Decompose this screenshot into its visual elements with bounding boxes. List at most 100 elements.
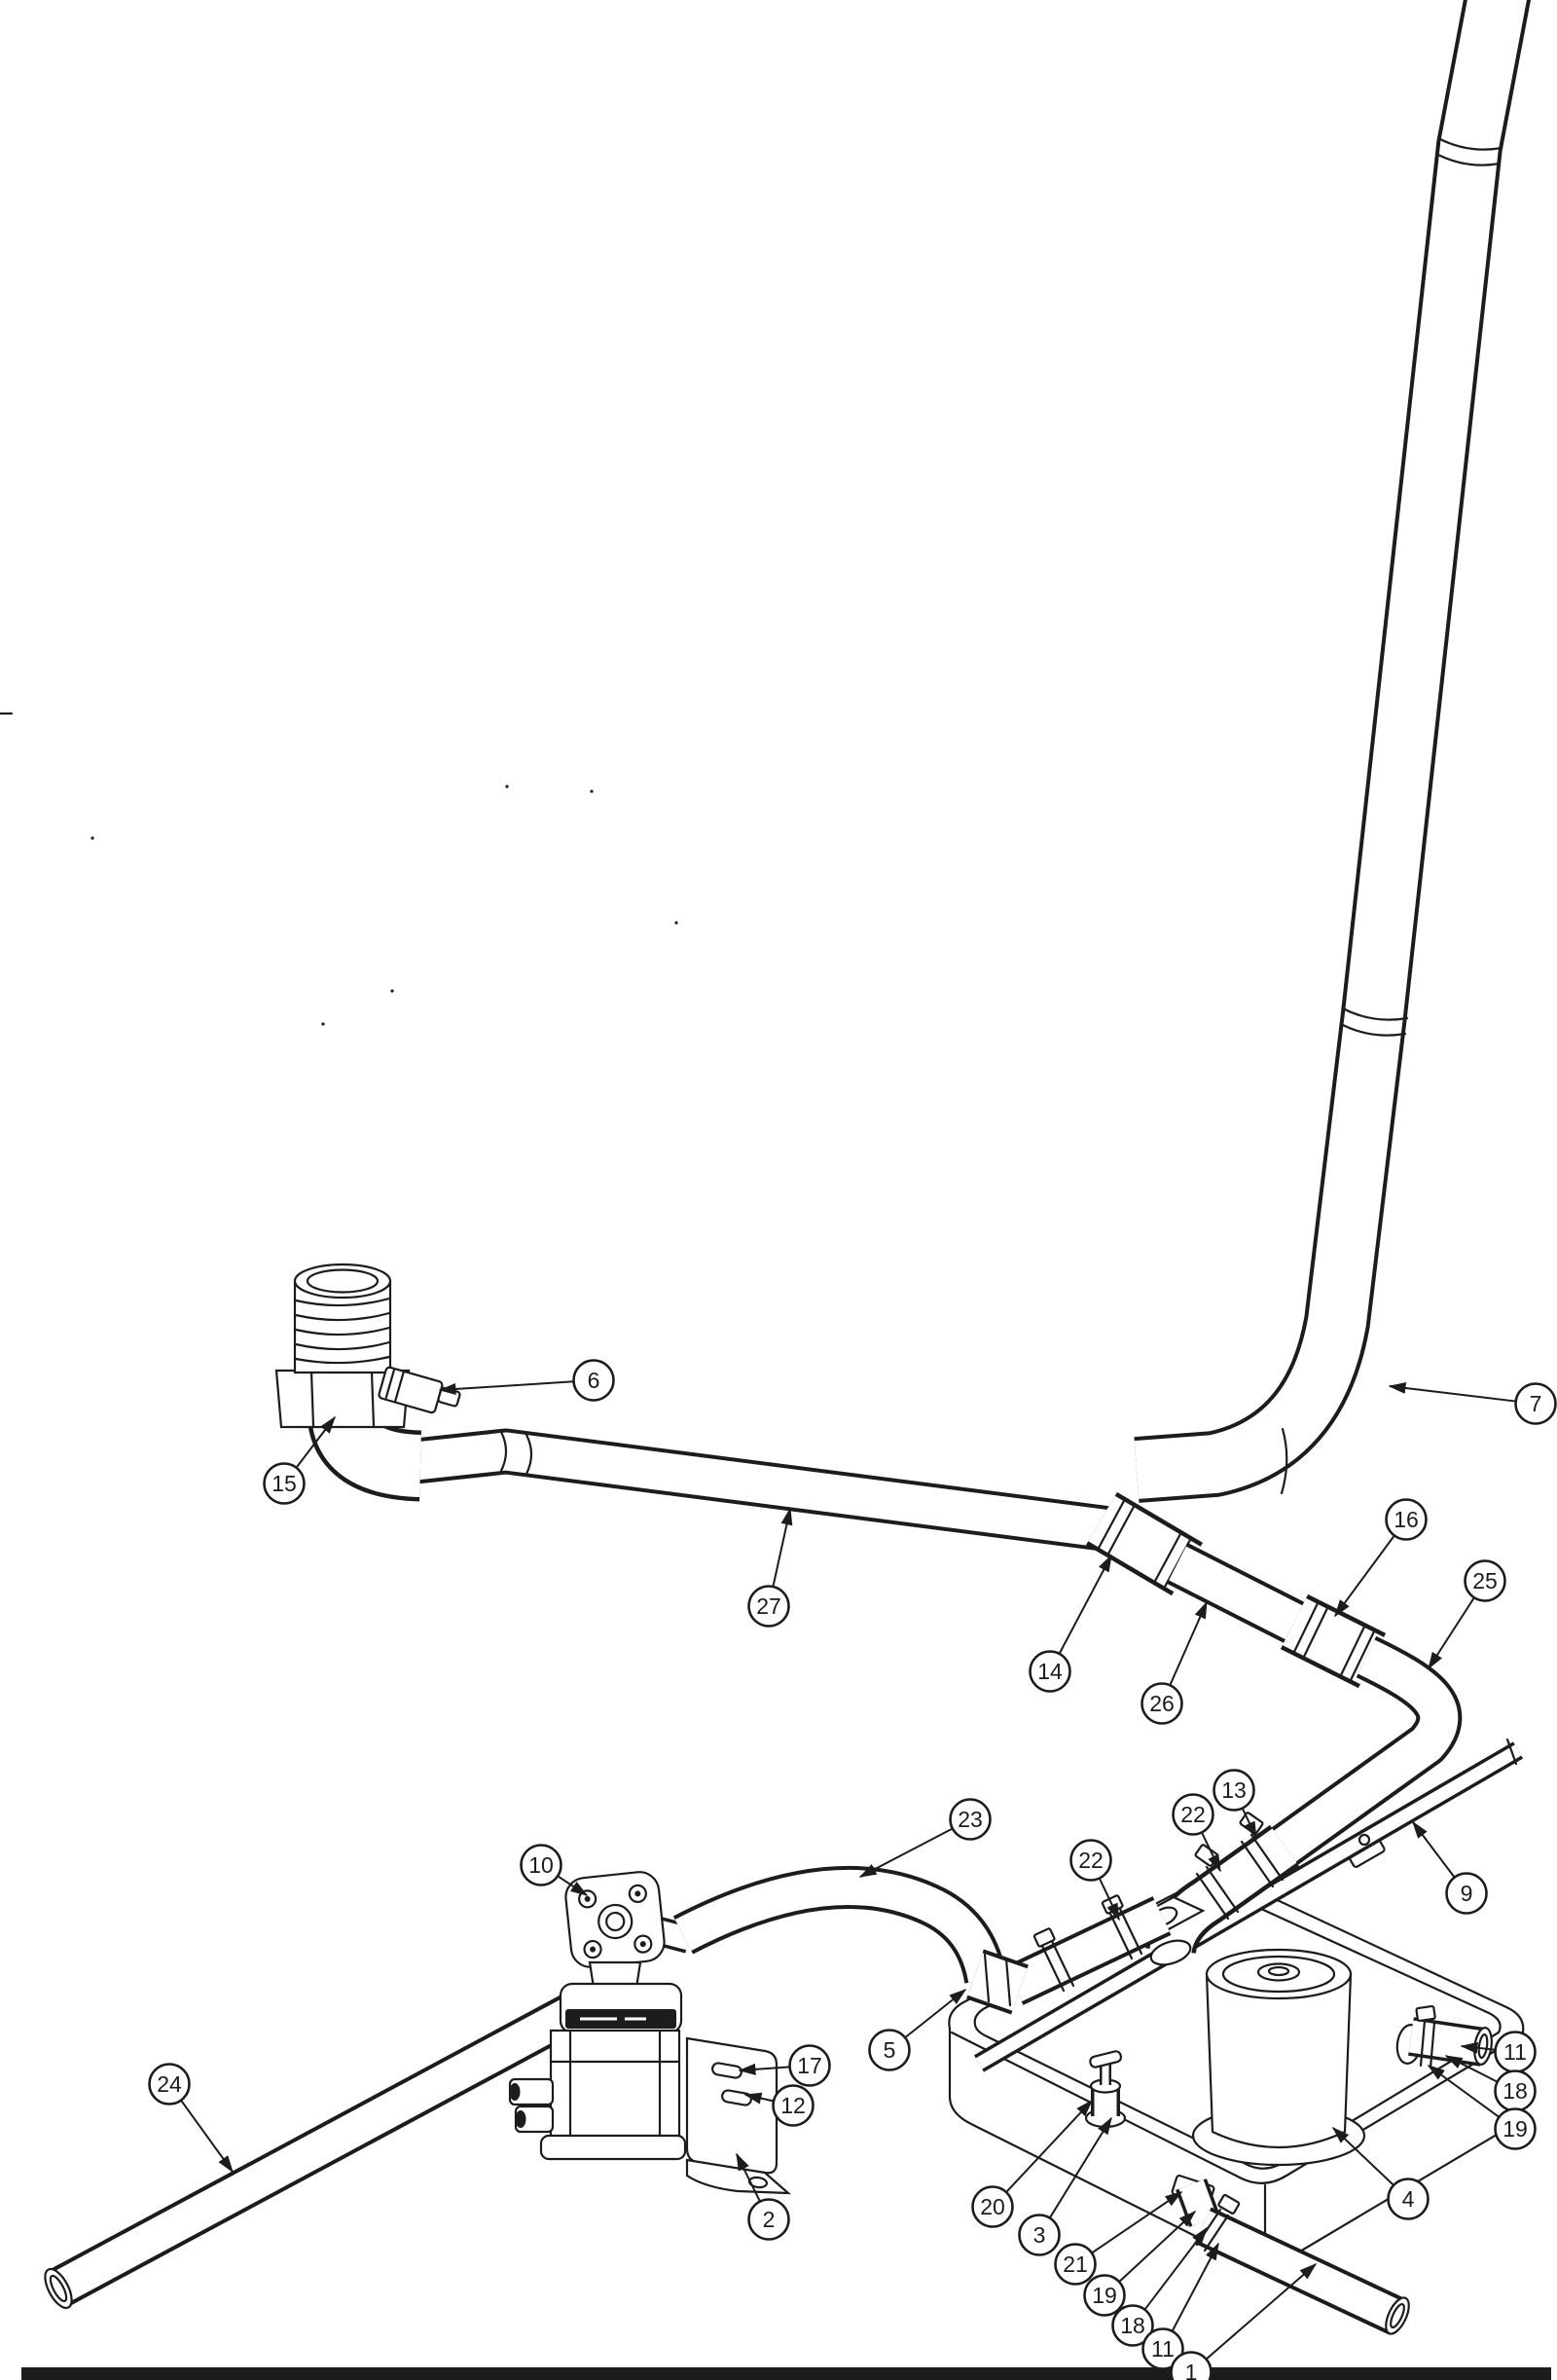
- hose-clamp-6: [378, 1366, 461, 1414]
- callout-balloon: [520, 1844, 562, 1886]
- coupling-14: [1085, 1491, 1204, 1596]
- callout-14: 14: [1029, 1554, 1112, 1693]
- callout-balloon: [1018, 2214, 1061, 2256]
- callout-leader: [180, 2100, 234, 2174]
- callout-number: 9: [1461, 1881, 1473, 1906]
- callout-balloon: [1172, 1793, 1214, 1836]
- callout-leader: [438, 1380, 574, 1395]
- callout-17: 17: [738, 2044, 831, 2087]
- callout-balloon: [1029, 1650, 1071, 1693]
- callout-2: 2: [736, 2152, 790, 2241]
- callout-leader: [1444, 2055, 1499, 2083]
- callout-balloon: [1141, 1682, 1183, 1725]
- callout-leader: [1118, 2210, 1197, 2283]
- horizontal-pipe-27: [404, 1428, 1137, 1556]
- callout-number: 18: [1120, 2313, 1145, 2338]
- callout-leader: [1460, 2041, 1496, 2054]
- callout-number: 10: [528, 1852, 554, 1878]
- callout-number: 18: [1503, 2078, 1528, 2104]
- callout-leader: [904, 1989, 967, 2039]
- callout-balloon: [949, 1798, 992, 1841]
- callout-leader: [743, 2092, 775, 2105]
- callout-leader: [1428, 1596, 1475, 1670]
- callout-leader: [1143, 2226, 1208, 2311]
- callout-11: 11: [1460, 2031, 1537, 2073]
- sheet-edge-bar: [21, 2367, 1551, 2380]
- callout-leader: [736, 2152, 761, 2203]
- coupling-16: [1280, 1593, 1387, 1689]
- callout-balloon: [1069, 1839, 1112, 1882]
- callout-number: 3: [1033, 2222, 1046, 2248]
- callout-12: 12: [743, 2084, 815, 2127]
- callout-1: 1: [1170, 2263, 1318, 2380]
- callout-balloon: [148, 2063, 191, 2105]
- callout-number: 19: [1503, 2116, 1528, 2142]
- callout-number: 6: [588, 1368, 600, 1393]
- callout-3: 3: [1018, 2116, 1112, 2256]
- filter-4: [1191, 1948, 1366, 2167]
- pump-10: [508, 1871, 693, 2161]
- print-specks: [0, 712, 678, 1026]
- callout-leader: [1058, 1554, 1112, 1655]
- callout-balloon: [868, 2029, 911, 2071]
- callout-11: 11: [1141, 2242, 1219, 2370]
- callout-number: 25: [1472, 1568, 1498, 1593]
- callout-number: 22: [1078, 1848, 1104, 1873]
- callout-19: 19: [1427, 2065, 1537, 2150]
- callout-16: 16: [1334, 1498, 1428, 1618]
- callout-number: 21: [1063, 2252, 1088, 2277]
- callout-number: 14: [1037, 1659, 1063, 1684]
- callout-number: 1: [1185, 2360, 1198, 2380]
- pump-label-band: [565, 2009, 676, 2029]
- callout-number: 20: [980, 2194, 1005, 2219]
- callout-number: 2: [763, 2207, 776, 2232]
- callout-balloon: [263, 1462, 306, 1505]
- callout-number: 19: [1092, 2283, 1117, 2308]
- flat-bar-9: [973, 1738, 1524, 2072]
- callout-balloon: [1464, 1559, 1506, 1602]
- pipe-26: [1167, 1543, 1315, 1648]
- callout-number: 27: [756, 1593, 781, 1619]
- elbow-5: [966, 1949, 1029, 2015]
- callout-9: 9: [1412, 1820, 1488, 1915]
- callout-balloon: [1083, 2274, 1126, 2317]
- callout-number: 23: [958, 1807, 983, 1832]
- callout-number: 22: [1180, 1802, 1206, 1827]
- callout-22: 22: [1069, 1839, 1120, 1922]
- callout-balloon: [747, 2198, 790, 2241]
- callout-leader: [1388, 1382, 1516, 1403]
- hose-clamp-22-lower-a: [1032, 1927, 1075, 1993]
- callout-18: 18: [1444, 2055, 1537, 2112]
- callout-19: 19: [1083, 2210, 1197, 2317]
- callout-leader: [1241, 1808, 1257, 1840]
- callout-balloon: [1170, 2351, 1213, 2380]
- callout-balloon: [1387, 2178, 1430, 2220]
- callout-6: 6: [438, 1359, 615, 1402]
- callout-balloon: [1445, 1872, 1488, 1915]
- callout-leader: [1005, 2099, 1094, 2193]
- callout-18: 18: [1111, 2226, 1208, 2347]
- callout-5: 5: [868, 1989, 967, 2071]
- hose-clamp-right: [1415, 2004, 1436, 2069]
- callout-number: 5: [884, 2037, 896, 2063]
- callout-number: 7: [1530, 1391, 1542, 1416]
- callout-balloon: [772, 2084, 815, 2127]
- callout-21: 21: [1054, 2191, 1183, 2286]
- callout-number: 16: [1394, 1507, 1419, 1532]
- callout-balloon: [1111, 2304, 1154, 2347]
- callout-balloon: [1141, 2327, 1184, 2370]
- callout-20: 20: [971, 2099, 1094, 2228]
- callout-4: 4: [1331, 2126, 1430, 2220]
- callout-number: 13: [1221, 1777, 1247, 1803]
- callout-leader: [1331, 2126, 1394, 2186]
- callout-10: 10: [520, 1844, 589, 1896]
- callout-number: 24: [157, 2071, 182, 2097]
- callout-leader: [772, 1507, 793, 1588]
- callout-leader: [1098, 1878, 1120, 1922]
- callout-number: 26: [1149, 1691, 1175, 1716]
- callout-23: 23: [858, 1798, 992, 1878]
- callout-leader: [1169, 1600, 1208, 1686]
